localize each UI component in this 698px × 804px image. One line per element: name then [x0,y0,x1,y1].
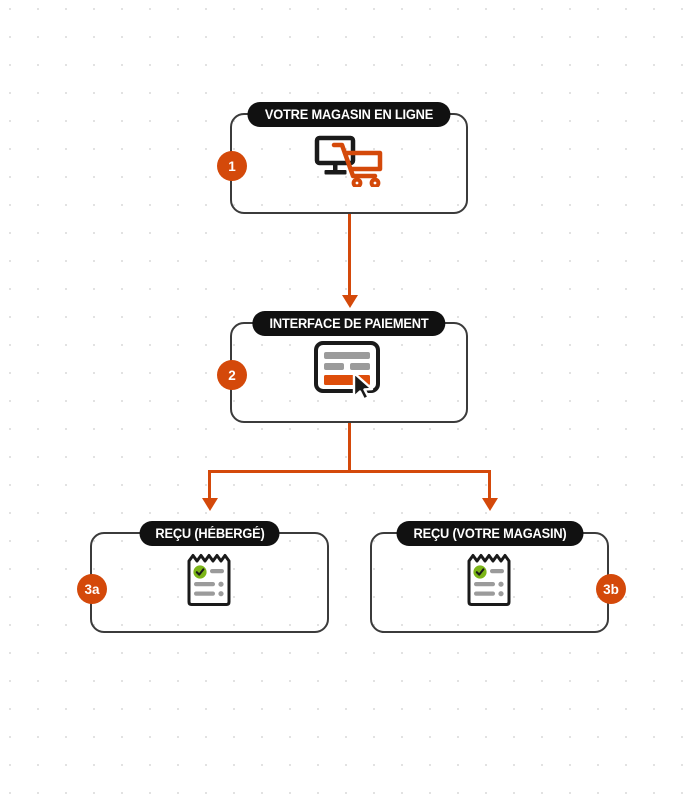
node-payment-title: INTERFACE DE PAIEMENT [252,311,446,336]
node-payment-body [232,324,466,421]
step-badge-3b: 3b [596,574,626,604]
node-receipt-store-title: REÇU (VOTRE MAGASIN) [396,521,583,546]
connector-split-stem [348,423,351,473]
connector-store-to-payment-arrow [341,295,358,308]
node-payment-title-text: INTERFACE DE PAIEMENT [269,316,429,331]
node-store-title-text: VOTRE MAGASIN EN LIGNE [264,107,434,122]
monitor-cart-icon [312,135,386,192]
node-receipt-hosted-title: REÇU (HÉBERGÉ) [139,521,280,546]
step-badge-2: 2 [217,360,247,390]
step-badge-2-text: 2 [228,367,236,383]
node-receipt-store[interactable]: REÇU (VOTRE MAGASIN) 3b [370,521,626,633]
receipt-check-icon [185,552,235,613]
node-store-title: VOTRE MAGASIN EN LIGNE [247,102,451,127]
connector-split-bar [208,470,491,473]
receipt-check-icon [465,552,515,613]
node-receipt-store-title-text: REÇU (VOTRE MAGASIN) [413,526,566,541]
connector-split-left-arrow [201,498,218,511]
node-receipt-store-body [372,534,607,631]
node-store-body [232,115,466,212]
node-store[interactable]: VOTRE MAGASIN EN LIGNE 1 [217,102,468,214]
node-receipt-hosted-title-text: REÇU (HÉBERGÉ) [154,526,265,541]
node-receipt-hosted[interactable]: REÇU (HÉBERGÉ) 3a [77,521,329,633]
step-badge-1-text: 1 [228,158,236,174]
step-badge-3a-text: 3a [84,581,100,597]
step-badge-3b-text: 3b [603,581,619,597]
connector-split-right-drop [488,470,491,500]
step-badge-3a: 3a [77,574,107,604]
node-payment[interactable]: INTERFACE DE PAIEMENT 2 [217,311,468,423]
step-badge-1: 1 [217,151,247,181]
connector-split-right-arrow [481,498,498,511]
connector-split-left-drop [208,470,211,500]
connector-store-to-payment-line [348,214,351,297]
payment-form-icon [313,340,385,405]
node-receipt-hosted-body [92,534,327,631]
